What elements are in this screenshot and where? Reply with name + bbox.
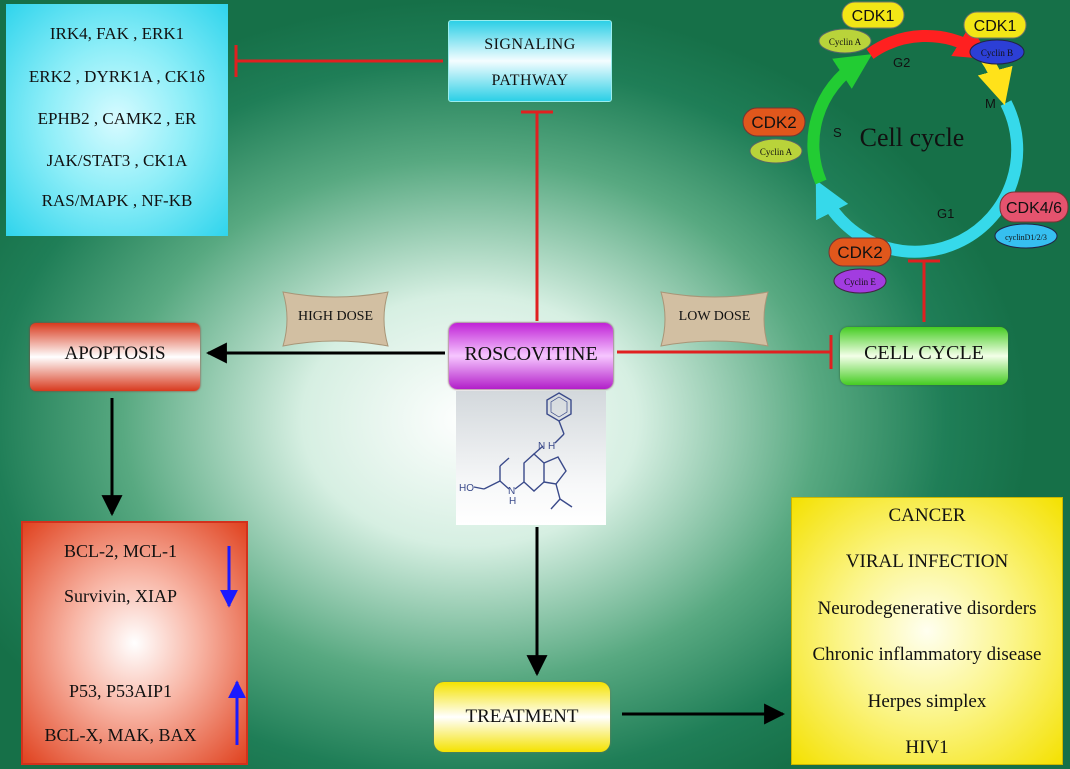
g2-arc [866, 25, 992, 60]
roscovitine-box: ROSCOVITINE [449, 323, 613, 389]
cyclin-a-label: Cyclin A [829, 37, 862, 47]
apoptosis-genes-box: BCL-2, MCL-1 Survivin, XIAP P53, P53AIP1… [21, 521, 248, 765]
amine-h-bottom: H [509, 496, 516, 507]
phase-m: M [985, 96, 996, 111]
cdk1-label: CDK1 [852, 8, 895, 25]
cyclin-d-label: cyclinD1/2/3 [1005, 233, 1047, 242]
target-line: RAS/MAPK , NF-KB [41, 191, 193, 210]
low-dose-ribbon [660, 291, 769, 347]
disease-item: HIV1 [905, 737, 949, 758]
gene-up-line: P53, P53AIP1 [68, 681, 173, 701]
signaling-label: SIGNALING [484, 36, 576, 53]
high-dose-ribbon [282, 291, 389, 347]
disease-item: CANCER [888, 505, 966, 526]
signaling-pathway-box: SIGNALING PATHWAY [448, 20, 612, 102]
cdk46-cyclin-d-complex: CDK4/6 cyclinD1/2/3 [994, 191, 1069, 249]
cdk46-label: CDK4/6 [1006, 200, 1062, 217]
high-dose-label: HIGH DOSE [297, 309, 374, 324]
gene-up-line: BCL-X, MAK, BAX [44, 725, 197, 745]
target-line: EPHB2 , CAMK2 , ER [37, 109, 197, 128]
cyclin-b-label: Cyclin B [981, 48, 1013, 58]
roscovitine-label: ROSCOVITINE [464, 343, 598, 365]
phase-g2: G2 [893, 55, 910, 70]
cell-cycle-box: CELL CYCLE [840, 327, 1008, 385]
cell-cycle-title: Cell cycle [860, 123, 965, 152]
cdk1-cyclin-b-complex: CDK1 Cyclin B [963, 11, 1027, 65]
disease-item: Herpes simplex [867, 691, 987, 712]
s-arc [807, 54, 873, 185]
cdk2-cyclin-e-complex: CDK2 Cyclin E [828, 237, 892, 294]
disease-item: Neurodegenerative disorders [817, 598, 1037, 619]
low-dose-label: LOW DOSE [678, 309, 751, 324]
phase-g1: G1 [937, 206, 954, 221]
hydroxyl-label: HO [459, 483, 474, 494]
cdk1-label: CDK1 [974, 18, 1017, 35]
amine-n-bottom: N [508, 486, 515, 497]
disease-item: VIRAL INFECTION [845, 551, 1009, 572]
cyclin-a-label: Cyclin A [760, 147, 793, 157]
pathway-label: PATHWAY [491, 72, 569, 89]
cdk1-cyclin-a-complex: CDK1 Cyclin A [818, 1, 905, 54]
cdk2-label: CDK2 [751, 113, 796, 132]
cdk2-label: CDK2 [837, 243, 882, 262]
cyclin-e-label: Cyclin E [844, 277, 876, 287]
apoptosis-box: APOPTOSIS [30, 323, 200, 391]
amine-h-top: H [548, 441, 555, 452]
disease-item: Chronic inflammatory disease [812, 644, 1042, 665]
treatment-box: TREATMENT [434, 682, 610, 752]
inhibit-cell-cycle [617, 335, 833, 369]
molecule-drawing: N H HO N H [459, 392, 573, 510]
target-line: ERK2 , DYRK1A , CK1δ [28, 67, 206, 86]
target-line: IRK4, FAK , ERK1 [49, 24, 185, 43]
g1-arc [815, 100, 1024, 258]
amine-n-top: N [538, 441, 545, 452]
roscovitine-structure: N H HO N H [456, 391, 606, 525]
apoptosis-label: APOPTOSIS [64, 343, 166, 364]
inhibit-signaling-pathway [521, 110, 553, 321]
inhibit-cycle-wheel [908, 259, 940, 322]
cell-cycle-label: CELL CYCLE [864, 342, 984, 364]
cdk2-cyclin-a-complex: CDK2 Cyclin A [742, 107, 806, 164]
diseases-box: CANCER VIRAL INFECTION Neurodegenerative… [791, 497, 1063, 765]
signaling-targets-box: IRK4, FAK , ERK1 ERK2 , DYRK1A , CK1δ EP… [6, 4, 228, 236]
inhibit-signaling-targets [234, 45, 443, 77]
phase-s: S [833, 125, 842, 140]
gene-down-line: Survivin, XIAP [63, 586, 177, 606]
treatment-label: TREATMENT [465, 706, 579, 727]
gene-down-line: BCL-2, MCL-1 [63, 541, 177, 561]
target-line: JAK/STAT3 , CK1A [46, 151, 188, 170]
